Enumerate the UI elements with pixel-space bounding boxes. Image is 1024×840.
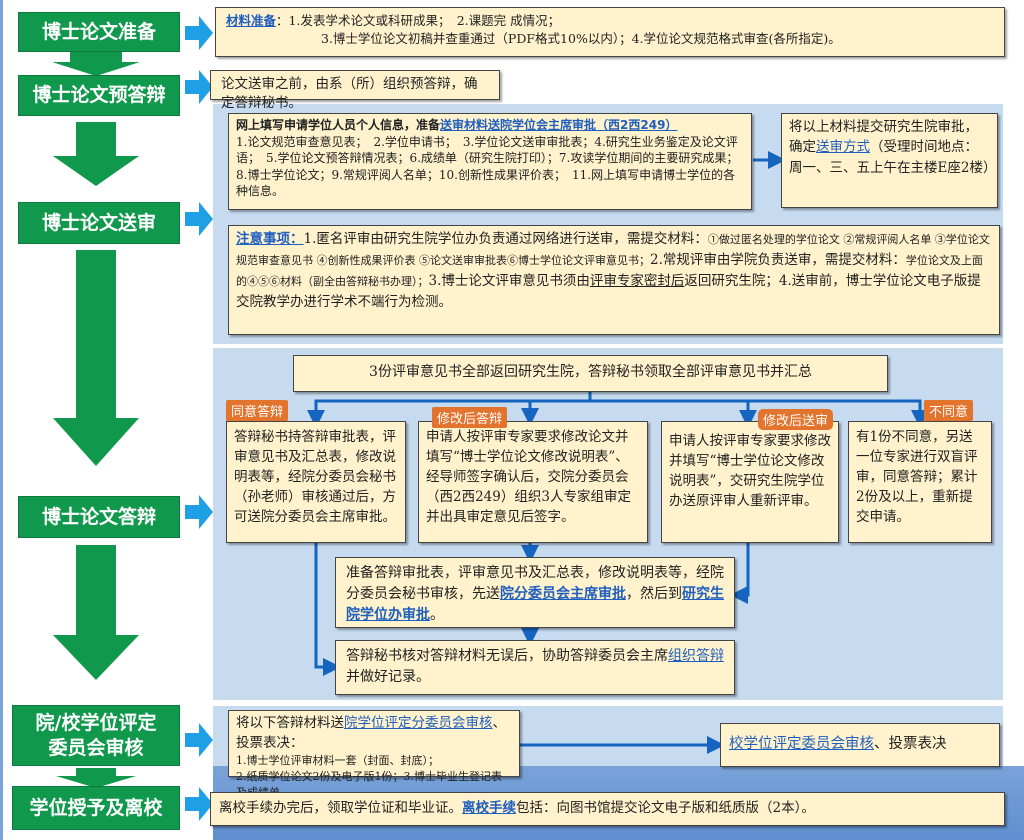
prep-line1: 1.发表学术论文或科研成果； 2.课题完 成情况； — [288, 13, 561, 28]
option-revise-review: 申请人按评审专家要求修改并填写“博士学位论文修改说明表”，交研究生院学位办送原评… — [661, 421, 839, 543]
arrow-down-icon — [52, 52, 140, 76]
arrow-right-icon — [185, 70, 213, 104]
arrow-down-icon — [53, 250, 139, 466]
notice-item: 1.匿名评审由研究生院学位办负责通过网络进行送审，需提交材料： — [303, 231, 708, 247]
notice-box: 注意事项：1.匿名评审由研究生院学位办负责通过网络进行送审，需提交材料：①做过匿… — [228, 225, 1000, 335]
step-label: 博士论文答辩 — [41, 505, 156, 528]
notice-item: 2.常规评审由学院负责送审，需提交材料： — [650, 251, 906, 268]
summary-box: 3份评审意见书全部返回研究生院，答辩秘书领取全部评审意见书并汇总 — [293, 355, 888, 392]
school-committee-text: 、投票表决 — [874, 736, 947, 752]
arrow-right-icon — [185, 202, 213, 236]
option-text: 申请人按评审专家要求修改并填写“博士学位论文修改说明表”，交研究生院学位办送原评… — [669, 433, 831, 509]
prepare-text: 准备答辩审批表，评审意见书及汇总表，修改说明表等，经院分委员会秘书审核，先送 — [346, 565, 724, 602]
submit-text: 将以上材料提交研究生院审批，确定 — [789, 119, 978, 156]
step-label: 博士论文预答辩 — [32, 84, 166, 107]
predefense-text: 论文送审之前，由系（所）组织预答辩，确定答辩秘书。 — [221, 76, 478, 112]
final-text: 答辩秘书核对答辩材料无误后，协助答辩委员会主席 — [346, 648, 668, 664]
down-arrows-green — [52, 52, 140, 788]
prepare-box: 准备答辩审批表，评审意见书及汇总表，修改说明表等，经院分委员会秘书审核，先送院分… — [335, 557, 735, 628]
step-label: 委员会审核 — [48, 736, 144, 759]
option-text: 有1份不同意，另送一位专家进行双盲评审，同意答辩；累计2份及以上，重新提交申请。 — [856, 429, 978, 525]
step-preparation: 博士论文准备 — [18, 12, 180, 52]
arrow-down-icon — [56, 768, 136, 788]
organize-defense-box: 答辩秘书核对答辩材料无误后，协助答辩委员会主席组织答辩并做好记录。 — [335, 640, 735, 695]
arrow-right-icon — [185, 787, 213, 821]
step-defense: 博士论文答辩 — [18, 496, 180, 538]
organize-defense-link[interactable]: 组织答辩 — [668, 648, 724, 664]
option-revise-defend: 申请人按评审专家要求修改论文并填写“博士学位论文修改说明表”、经导师签字确认后，… — [418, 421, 648, 543]
arrow-right-icon — [185, 495, 213, 529]
final-text: 并做好记录。 — [346, 669, 430, 685]
tag-agree: 同意答辩 — [226, 400, 289, 421]
option-text: 答辩秘书持答辩审批表，评审意见书及汇总表，修改说明表等，经院分委员会秘书（孙老师… — [234, 429, 396, 525]
step-committee: 院/校学位评定委员会审核 — [12, 705, 180, 766]
notice-item: 学位论文及上面的④⑤⑥材料（副全由答辩秘书办理）； — [236, 253, 983, 288]
arrow-down-icon — [53, 545, 139, 680]
arrow-right-icon — [185, 723, 213, 757]
arrow-right-icon — [185, 16, 213, 50]
tag-disagree: 不同意 — [924, 400, 974, 421]
option-agree: 答辩秘书持答辩审批表，评审意见书及汇总表，修改说明表等，经院分委员会秘书（孙老师… — [226, 421, 406, 543]
step-graduation: 学位授予及离校 — [12, 786, 180, 830]
tag-revise-review: 修改后送审 — [758, 409, 834, 430]
notice-underline: 评审专家密封后 — [589, 272, 685, 289]
notice-link[interactable]: 注意事项： — [236, 231, 304, 247]
prepare-text: ，然后到 — [626, 586, 682, 602]
step-review: 博士论文送审 — [18, 202, 180, 244]
school-committee-link[interactable]: 校学位评定委员会审核 — [729, 736, 874, 752]
degree-office-link[interactable]: 研究生院学位办审批 — [346, 586, 724, 623]
chair-approval-link[interactable]: 院分委员会主席审批 — [500, 586, 626, 602]
step-label: 博士论文送审 — [41, 211, 156, 234]
review-head: 网上填写申请学位人员个人信息，准备 — [236, 118, 441, 132]
arrow-down-icon — [53, 122, 139, 186]
step-label: 学位授予及离校 — [29, 796, 163, 819]
committee-item: 1.博士学位评审材料一套（封面、封底）； — [236, 754, 439, 768]
summary-text: 3份评审意见书全部返回研究生院，答辩秘书领取全部评审意见书并汇总 — [369, 364, 812, 380]
materials-link[interactable]: 材料准备 — [226, 13, 277, 28]
step-label: 院/校学位评定 — [35, 711, 157, 734]
review-approval-link[interactable]: 送审材料送院学位会主席审批（西2西249） — [440, 118, 678, 132]
prepare-text: 。 — [430, 607, 444, 623]
graduation-text: 包括：向图书馆提交论文电子版和纸质版（2本）。 — [516, 800, 815, 816]
college-committee-box: 将以下答辩材料送院学位评定分委员会审核、投票表决： 1.博士学位评审材料一套（封… — [228, 710, 520, 799]
step-predefense: 博士论文预答辩 — [18, 75, 180, 116]
prep-box: 材料准备：1.发表学术论文或科研成果； 2.课题完 成情况； 3.博士学位论文初… — [215, 7, 1005, 57]
predefense-box: 论文送审之前，由系（所）组织预答辩，确定答辩秘书。 — [210, 70, 500, 111]
option-text: 申请人按评审专家要求修改论文并填写“博士学位论文修改说明表”、经导师签字确认后，… — [426, 429, 631, 525]
submit-box: 将以上材料提交研究生院审批，确定送审方式（受理时间地点：周一、三、五上午在主楼E… — [781, 113, 998, 208]
committee-text: 将以下答辩材料送 — [236, 715, 344, 731]
review-method-link[interactable]: 送审方式 — [816, 139, 870, 156]
leaving-procedure-link[interactable]: 离校手续 — [462, 800, 516, 816]
review-list: 1.论文规范审查意见表； 2.学位申请书； 3.学位论文送审审批表；4.研究生业… — [236, 134, 739, 199]
right-arrows-blue — [185, 16, 213, 821]
graduation-box: 离校手续办完后，领取学位证和毕业证。离校手续包括：向图书馆提交论文电子版和纸质版… — [210, 792, 1005, 826]
colon: ： — [276, 13, 289, 28]
college-committee-link[interactable]: 院学位评定分委员会审核 — [344, 715, 493, 731]
left-border — [0, 0, 3, 840]
review-materials-box: 网上填写申请学位人员个人信息，准备送审材料送院学位会主席审批（西2西249） 1… — [228, 113, 752, 210]
notice-item: 3.博士论文评审意见书须由 — [428, 272, 590, 289]
option-disagree: 有1份不同意，另送一位专家进行双盲评审，同意答辩；累计2份及以上，重新提交申请。 — [848, 421, 992, 543]
tag-revise-defend: 修改后答辩 — [432, 407, 508, 428]
prep-line2: 3.博士学位论文初稿并查重通过（PDF格式10%以内）；4.学位论文规范格式审查… — [321, 30, 841, 46]
school-committee-box: 校学位评定委员会审核、投票表决 — [720, 723, 1000, 767]
step-label: 博士论文准备 — [41, 20, 156, 43]
notice-item: ①做过匿名处理的学位论文 ②常规评阅人名单 ③学位论文规范审查意见书 ④创新性成… — [236, 233, 990, 267]
committee-text: 、投票表决： — [236, 715, 506, 751]
graduation-text: 离校手续办完后，领取学位证和毕业证。 — [219, 800, 462, 816]
notice-item: 返回研究生院；4.送审前，博士学位论文电子版提交院教学办进行学术不端行为检测。 — [236, 272, 981, 310]
submit-time: （受理时间地点：周一、三、五上午在主楼E座2楼） — [789, 139, 997, 176]
